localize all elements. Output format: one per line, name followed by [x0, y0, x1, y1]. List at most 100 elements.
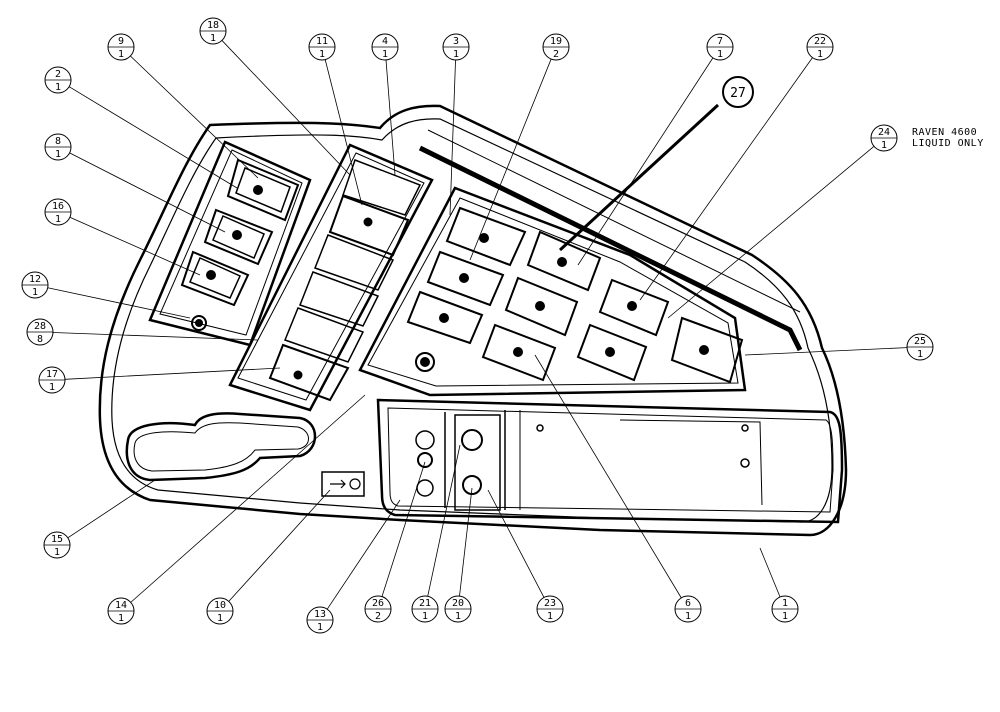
callout-21: 21 1 — [411, 444, 461, 623]
callout-8: 81 — [44, 133, 226, 233]
leader-line — [52, 332, 259, 341]
callout-4: 41 — [371, 33, 399, 176]
leader-line — [487, 489, 545, 598]
callout-24: 241 — [667, 124, 898, 319]
callout-10: 101 — [206, 489, 331, 625]
callout-quantity: 1 — [685, 611, 691, 622]
callout-item-number: 23 — [544, 598, 556, 609]
leader-line — [69, 152, 226, 233]
leader-line — [577, 57, 714, 266]
callout-quantity: 1 — [881, 140, 887, 151]
callout-quantity: 1 — [422, 611, 428, 622]
callout-quantity: 1 — [817, 49, 823, 60]
callout-13: 131 — [306, 499, 401, 634]
leader-line — [667, 146, 875, 319]
callout-item-number: 24 — [878, 127, 890, 138]
callout-16: 161 — [44, 198, 201, 276]
callout-quantity: 2 — [375, 611, 381, 622]
callout-27: 27 — [558, 76, 754, 252]
leader-line — [64, 367, 281, 380]
callout-item-number: 12 — [29, 274, 41, 285]
callout-item-number: 18 — [207, 20, 219, 31]
callout-item-number: 11 — [316, 36, 328, 47]
callout-27-label: 27 — [730, 86, 746, 101]
callout-quantity: 1 — [49, 382, 55, 393]
leader-line — [427, 444, 461, 597]
leader-line — [221, 40, 351, 176]
callout-quantity: 1 — [210, 33, 216, 44]
right-switch-panel — [358, 186, 747, 397]
callout-item-number: 10 — [214, 600, 226, 611]
leader-line — [449, 59, 456, 216]
leader-line — [130, 55, 259, 179]
knob — [191, 315, 207, 331]
callout-item-number: 19 — [550, 36, 562, 47]
leader-line — [534, 354, 682, 599]
leader-line — [324, 59, 363, 206]
raven-note: RAVEN 4600 LIQUID ONLY — [912, 127, 984, 149]
raven-note-line1: RAVEN 4600 — [912, 127, 978, 138]
callout-7: 71 — [577, 33, 734, 266]
knob — [415, 352, 435, 372]
leader-line — [744, 347, 908, 356]
callout-17: 171 — [38, 366, 281, 394]
callout-18: 181 — [199, 17, 351, 176]
leader-line — [759, 547, 781, 598]
callout-item-number: 28 — [34, 321, 46, 332]
callout-23: 231 — [487, 489, 564, 623]
callout-item-number: 4 — [382, 36, 388, 47]
callout-quantity: 1 — [32, 287, 38, 298]
callout-item-number: 6 — [685, 598, 691, 609]
callout-1: 11 — [759, 547, 799, 623]
raven-note-line2: LIQUID ONLY — [912, 138, 984, 149]
rocker-switch — [203, 208, 274, 266]
callout-item-number: 15 — [51, 534, 63, 545]
callout-quantity: 2 — [553, 49, 559, 60]
leader-line — [228, 489, 331, 602]
callout-item-number: 1 — [782, 598, 788, 609]
callout-14: 141 — [107, 394, 366, 625]
callout-22: 221 — [639, 33, 834, 301]
callout-quantity: 1 — [717, 49, 723, 60]
callout-28: 288 — [26, 318, 259, 346]
leader-line — [385, 59, 396, 176]
callout-26: 262 — [364, 461, 426, 623]
leader-line — [326, 499, 401, 610]
leader-line — [68, 86, 238, 189]
callout-3: 31 — [442, 33, 470, 216]
callout-quantity: 1 — [917, 349, 923, 360]
callout-item-number: 21 — [419, 598, 431, 609]
leader-line — [69, 216, 201, 276]
callout-item-number: 2 — [55, 69, 61, 80]
leader-line — [469, 58, 552, 261]
callout-2: 21 — [44, 66, 238, 189]
callout-quantity: 1 — [54, 547, 60, 558]
callout-quantity: 1 — [453, 49, 459, 60]
callout-item-number: 13 — [314, 609, 326, 620]
callout-item-number: 25 — [914, 336, 926, 347]
leader-line — [381, 461, 426, 597]
leader-line — [459, 487, 473, 597]
callout-item-number: 20 — [452, 598, 464, 609]
callout-quantity: 1 — [55, 214, 61, 225]
callout-19: 192 — [469, 33, 570, 261]
callout-12: 121 — [21, 271, 191, 319]
callout-quantity: 1 — [455, 611, 461, 622]
callout-quantity: 1 — [217, 613, 223, 624]
callout-quantity: 1 — [55, 149, 61, 160]
callout-quantity: 1 — [55, 82, 61, 93]
callout-item-number: 8 — [55, 136, 61, 147]
callout-item-number: 17 — [46, 369, 58, 380]
rocker-switch — [226, 158, 300, 222]
callout-quantity: 8 — [37, 334, 43, 345]
leader-line — [47, 287, 191, 319]
callout-item-number: 26 — [372, 598, 384, 609]
console-housing — [98, 104, 848, 537]
callout-quantity: 1 — [547, 611, 553, 622]
callout-25: 251 — [744, 333, 934, 361]
rocker-switch — [180, 250, 250, 307]
callout-quantity: 1 — [317, 622, 323, 633]
